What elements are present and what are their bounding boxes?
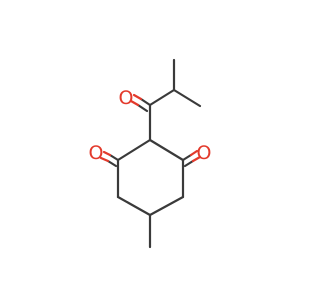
bond-c2-c1: [116, 138, 152, 162]
bond-c4-c5: [148, 195, 185, 217]
oxygen-label-left: O: [89, 142, 104, 164]
molecular-structure-diagram: O O O: [89, 58, 212, 249]
carbonyl-top-double-bond: [129, 93, 152, 113]
carbonyl-left-double-bond: [99, 150, 120, 168]
bond-acyl-ch: [148, 88, 176, 107]
oxygen-label-right: O: [197, 142, 212, 164]
bond-c2-c3: [148, 138, 185, 162]
oxygen-label-top: O: [119, 87, 134, 109]
bond-c6-c5: [116, 195, 152, 217]
bond-ch-methyl-right: [172, 88, 202, 108]
carbonyl-right-double-bond: [181, 149, 202, 168]
